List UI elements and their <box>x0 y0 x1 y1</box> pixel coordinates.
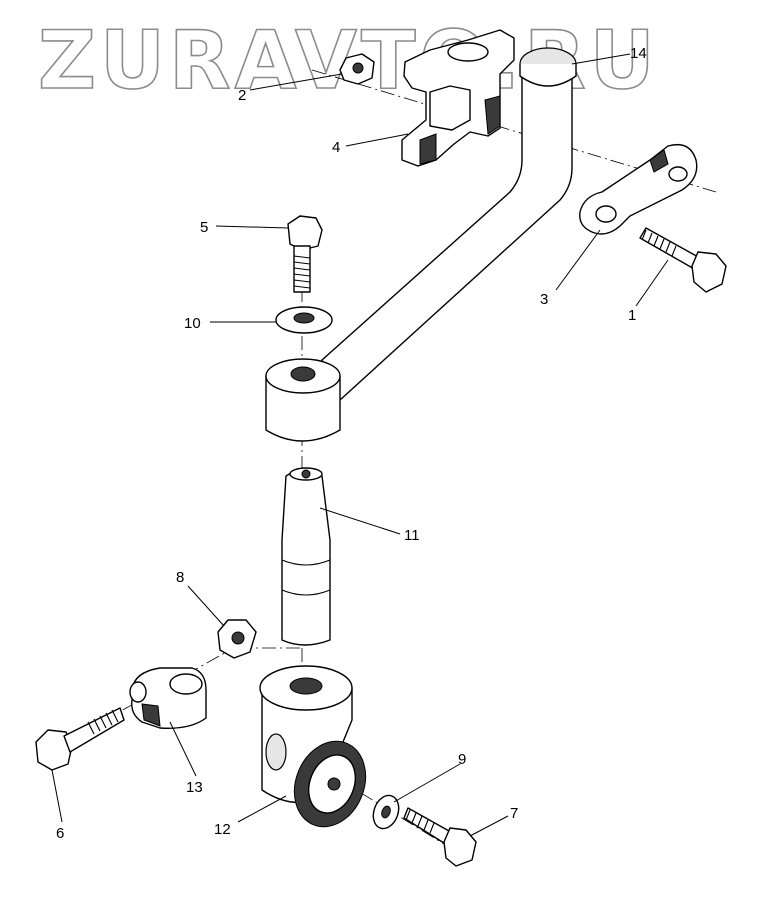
callout-8: 8 <box>176 569 184 586</box>
callout-12: 12 <box>214 821 231 838</box>
callout-labels: 2 4 14 5 10 3 1 11 8 13 6 12 9 7 <box>56 45 647 842</box>
callout-1: 1 <box>628 307 636 324</box>
bolt-part-6 <box>35 707 125 771</box>
callout-3: 3 <box>540 291 548 308</box>
callout-13: 13 <box>186 779 203 796</box>
washer-part-9 <box>372 794 400 830</box>
callout-6: 6 <box>56 825 64 842</box>
bolt-part-7 <box>403 807 477 867</box>
nut-part-2 <box>339 53 375 85</box>
callout-4: 4 <box>332 139 340 156</box>
sleeve-part-12 <box>259 665 367 828</box>
pin-part-11 <box>281 467 331 646</box>
washer-part-10 <box>275 306 333 334</box>
arm-hub <box>265 358 341 442</box>
clamp-part-13 <box>129 667 207 729</box>
callout-11: 11 <box>404 527 420 544</box>
leader-lines <box>51 53 669 837</box>
callout-2: 2 <box>238 87 246 104</box>
callout-14: 14 <box>630 45 647 62</box>
callout-7: 7 <box>510 805 518 822</box>
nut-part-8 <box>217 619 257 659</box>
bracket-part-4 <box>401 29 515 167</box>
lever-part-3 <box>579 143 698 235</box>
callout-5: 5 <box>200 219 208 236</box>
callout-10: 10 <box>184 315 201 332</box>
bolt-part-5 <box>287 215 323 293</box>
callout-9: 9 <box>458 751 466 768</box>
bolt-part-1 <box>639 227 727 293</box>
